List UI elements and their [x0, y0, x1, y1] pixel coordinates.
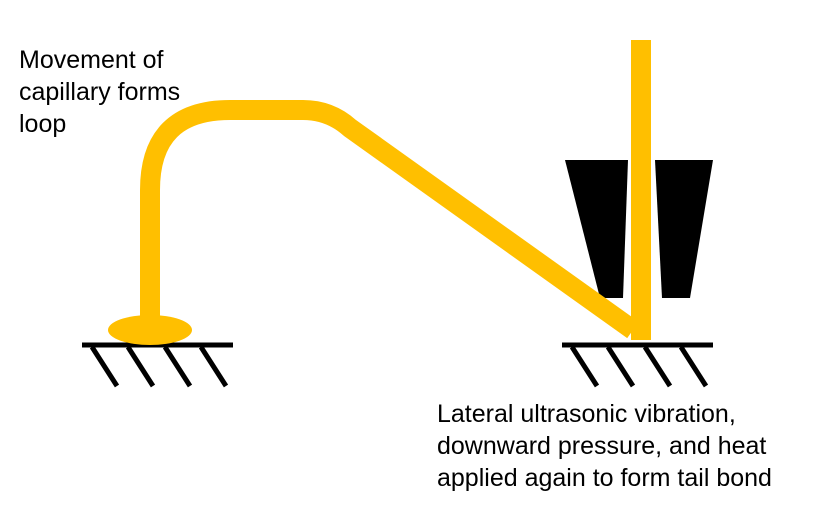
right-hatch-line: [605, 345, 636, 388]
tail-bond-label: Lateral ultrasonic vibration, downward p…: [437, 398, 772, 494]
capillary-loop-label: Movement of capillary forms loop: [19, 44, 180, 140]
left-substrate: [82, 342, 233, 388]
left-hatch-line: [162, 345, 193, 388]
right-hatch-line: [678, 345, 709, 388]
capillary-loop-label-line: loop: [19, 110, 67, 138]
left-hatch-line: [125, 345, 156, 388]
capillary-loop-label-line: Movement of: [19, 46, 164, 74]
tail-bond-label-line: Lateral ultrasonic vibration,: [437, 400, 736, 428]
tail-bond-label-line: applied again to form tail bond: [437, 464, 772, 492]
capillary-left-wedge: [565, 160, 628, 298]
wire-loop: [140, 100, 639, 339]
capillary-loop-label-line: capillary forms: [19, 78, 181, 106]
capillary-right-wedge: [655, 160, 713, 298]
right-hatch-line: [642, 345, 673, 388]
right-substrate: [562, 342, 713, 388]
capillary-tool: [565, 160, 713, 298]
left-hatch-line: [89, 345, 120, 388]
left-hatch-line: [198, 345, 229, 388]
tail-bond-label-line: downward pressure, and heat: [437, 432, 767, 460]
right-hatch-line: [569, 345, 600, 388]
